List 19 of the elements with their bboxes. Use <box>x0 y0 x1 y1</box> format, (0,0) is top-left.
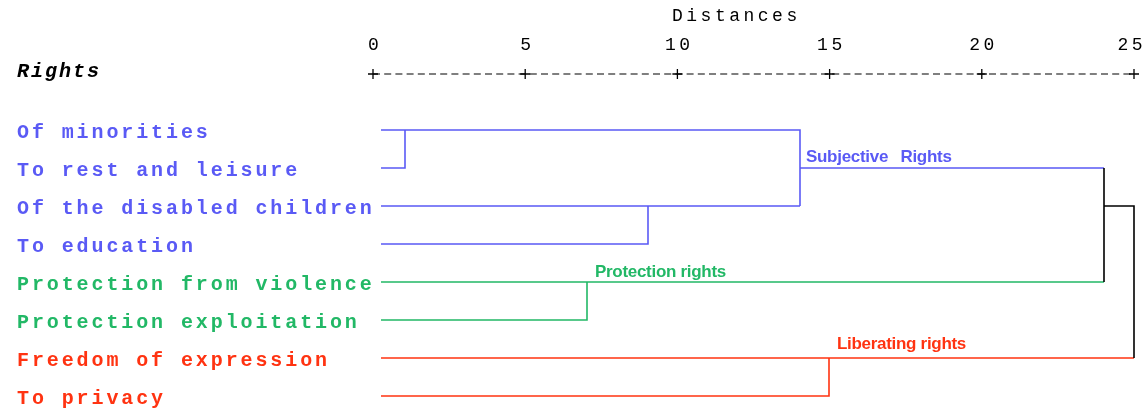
tick-label: 25 <box>1117 36 1146 54</box>
tick-label: 20 <box>969 36 998 54</box>
leaf-label: To privacy <box>17 389 167 409</box>
column-heading: Rights <box>17 62 101 82</box>
leaf-label: To education <box>17 237 196 257</box>
tick-label: 5 <box>520 36 535 54</box>
tick-label: 10 <box>664 36 694 54</box>
cluster-label: Liberating rights <box>837 335 967 352</box>
axis-title: Distances <box>672 7 801 25</box>
leaf-label: Freedom of expression <box>17 351 330 371</box>
leaf-label: Of the disabled children <box>17 199 375 219</box>
tick-label: 15 <box>817 36 846 54</box>
leaf-label: Protection from violence <box>17 275 375 295</box>
leaf-label: Of minorities <box>17 123 211 143</box>
cluster-label: Subjective Rights <box>806 148 952 165</box>
cluster-label: Protection rights <box>595 263 726 280</box>
leaf-label: Protection exploitation <box>17 313 360 333</box>
leaf-label: To rest and leisure <box>17 161 301 181</box>
tick-label: 0 <box>368 36 383 54</box>
